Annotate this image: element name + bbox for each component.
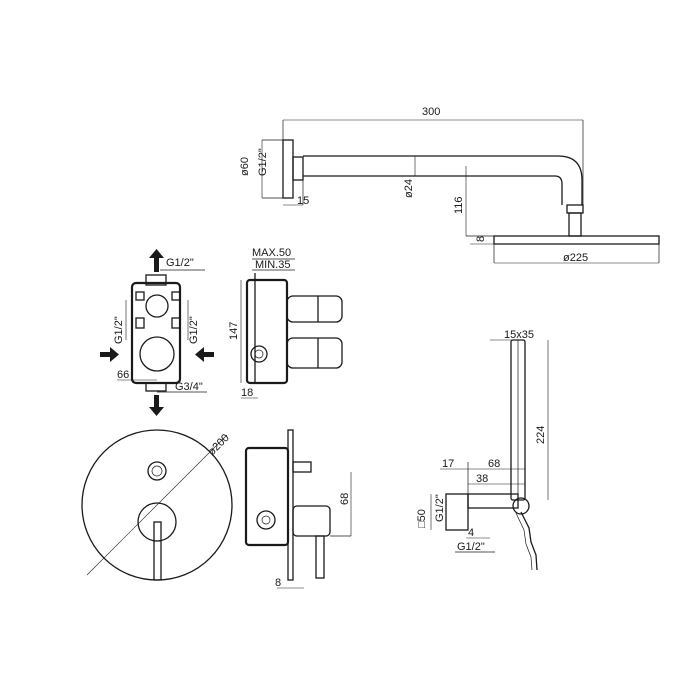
- box-side-drawing: MAX.50 MIN.35 147 18: [228, 247, 343, 399]
- mixer-lever: [153, 521, 162, 581]
- dim-head-diameter: ø225: [563, 252, 588, 264]
- dim-elbow-size: □50: [416, 509, 428, 528]
- shower-head: [493, 235, 660, 245]
- dim-holder-length: 68: [488, 458, 500, 470]
- valve-body-installed: [244, 446, 290, 547]
- dim-holder-depth: 38: [476, 473, 488, 485]
- installed-port-inner: [261, 515, 271, 525]
- wall-elbow: [445, 493, 469, 531]
- dim-flange-thread: G1/2": [257, 148, 269, 176]
- mixer-hub: [137, 502, 177, 542]
- bottom-inlet-boss: [145, 382, 167, 392]
- valve-body-side: [245, 278, 289, 385]
- depth-min: MIN.35: [255, 259, 290, 271]
- hose-inner: [515, 512, 533, 571]
- lower-cartridge: [286, 337, 343, 369]
- left-top-lug: [135, 291, 145, 301]
- dim-arm-diameter: ø24: [403, 179, 415, 198]
- dim-arm-length: 300: [422, 106, 440, 118]
- dim-spacing: 66: [117, 369, 129, 381]
- dim-holder-offset: 17: [442, 458, 454, 470]
- diverter-knob: [147, 461, 167, 481]
- diverter-knob-inner: [151, 465, 163, 477]
- dim-box-height: 147: [228, 322, 240, 340]
- dim-plate-diameter: ø200: [206, 432, 232, 458]
- hand-shower-drawing: 15x35 224 17 68 38 □50 G1/2" 4 G1/2": [416, 329, 549, 571]
- dim-plate-thickness: 8: [275, 577, 281, 589]
- holder-connector: [512, 497, 530, 515]
- shower-arm-drawing: 300 ø60 G1/2" 15 ø24 116 8 ø225: [239, 106, 660, 264]
- dim-handle-length: 224: [535, 426, 547, 444]
- dim-elbow-thread: G1/2": [434, 494, 446, 522]
- right-mid-lug: [171, 317, 181, 329]
- box-front-drawing: G1/2" G1/2" G1/2" 66 G3/4": [100, 249, 214, 416]
- arm-nut: [566, 204, 584, 214]
- plate-side-drawing: 68 8: [244, 429, 352, 589]
- dim-handle-size: 15x35: [504, 329, 534, 341]
- right-thread: G1/2": [188, 316, 200, 344]
- arrow-down-icon: [149, 395, 164, 416]
- dim-elbow-offset: 4: [468, 527, 474, 539]
- upper-cartridge: [286, 295, 343, 323]
- left-mid-lug: [135, 317, 145, 329]
- plate-edge: [287, 429, 294, 581]
- arrow-left-icon: [195, 347, 214, 362]
- valve-body-front: [130, 281, 182, 385]
- ball-joint: [568, 212, 582, 237]
- arrow-right-icon: [100, 347, 119, 362]
- dim-flange-depth: 15: [297, 195, 309, 207]
- installed-port: [256, 510, 276, 530]
- dim-head-thickness: 8: [475, 236, 487, 242]
- mixer-lever-side: [315, 535, 325, 579]
- arrow-up-icon: [149, 249, 164, 272]
- dim-200-line: [86, 434, 228, 576]
- side-port: [250, 345, 268, 363]
- wall-flange: [282, 139, 294, 199]
- diverter-knob-side: [292, 461, 312, 473]
- mixer-body-side: [292, 505, 331, 537]
- dim-drop: 116: [453, 196, 465, 214]
- top-outlet-boss: [145, 274, 167, 286]
- flange-collar: [292, 156, 304, 181]
- dim-box-offset: 18: [241, 387, 253, 399]
- right-top-lug: [171, 291, 181, 301]
- diverter-port: [139, 336, 175, 372]
- outlet-thread: G1/2": [166, 257, 194, 269]
- hose: [520, 511, 538, 571]
- upper-port: [145, 294, 169, 318]
- shower-arm-bottom-edge: [303, 175, 563, 205]
- side-port-inner: [254, 349, 264, 359]
- depth-max: MAX.50: [252, 247, 291, 259]
- plate-front-drawing: ø200: [81, 429, 233, 581]
- shower-arm-top-edge: [303, 155, 583, 205]
- left-thread: G1/2": [113, 316, 125, 344]
- dim-plate-projection: 68: [339, 493, 351, 505]
- dim-flange-diameter: ø60: [239, 157, 251, 176]
- hose-thread: G1/2": [457, 541, 485, 553]
- inlet-thread: G3/4": [175, 381, 203, 393]
